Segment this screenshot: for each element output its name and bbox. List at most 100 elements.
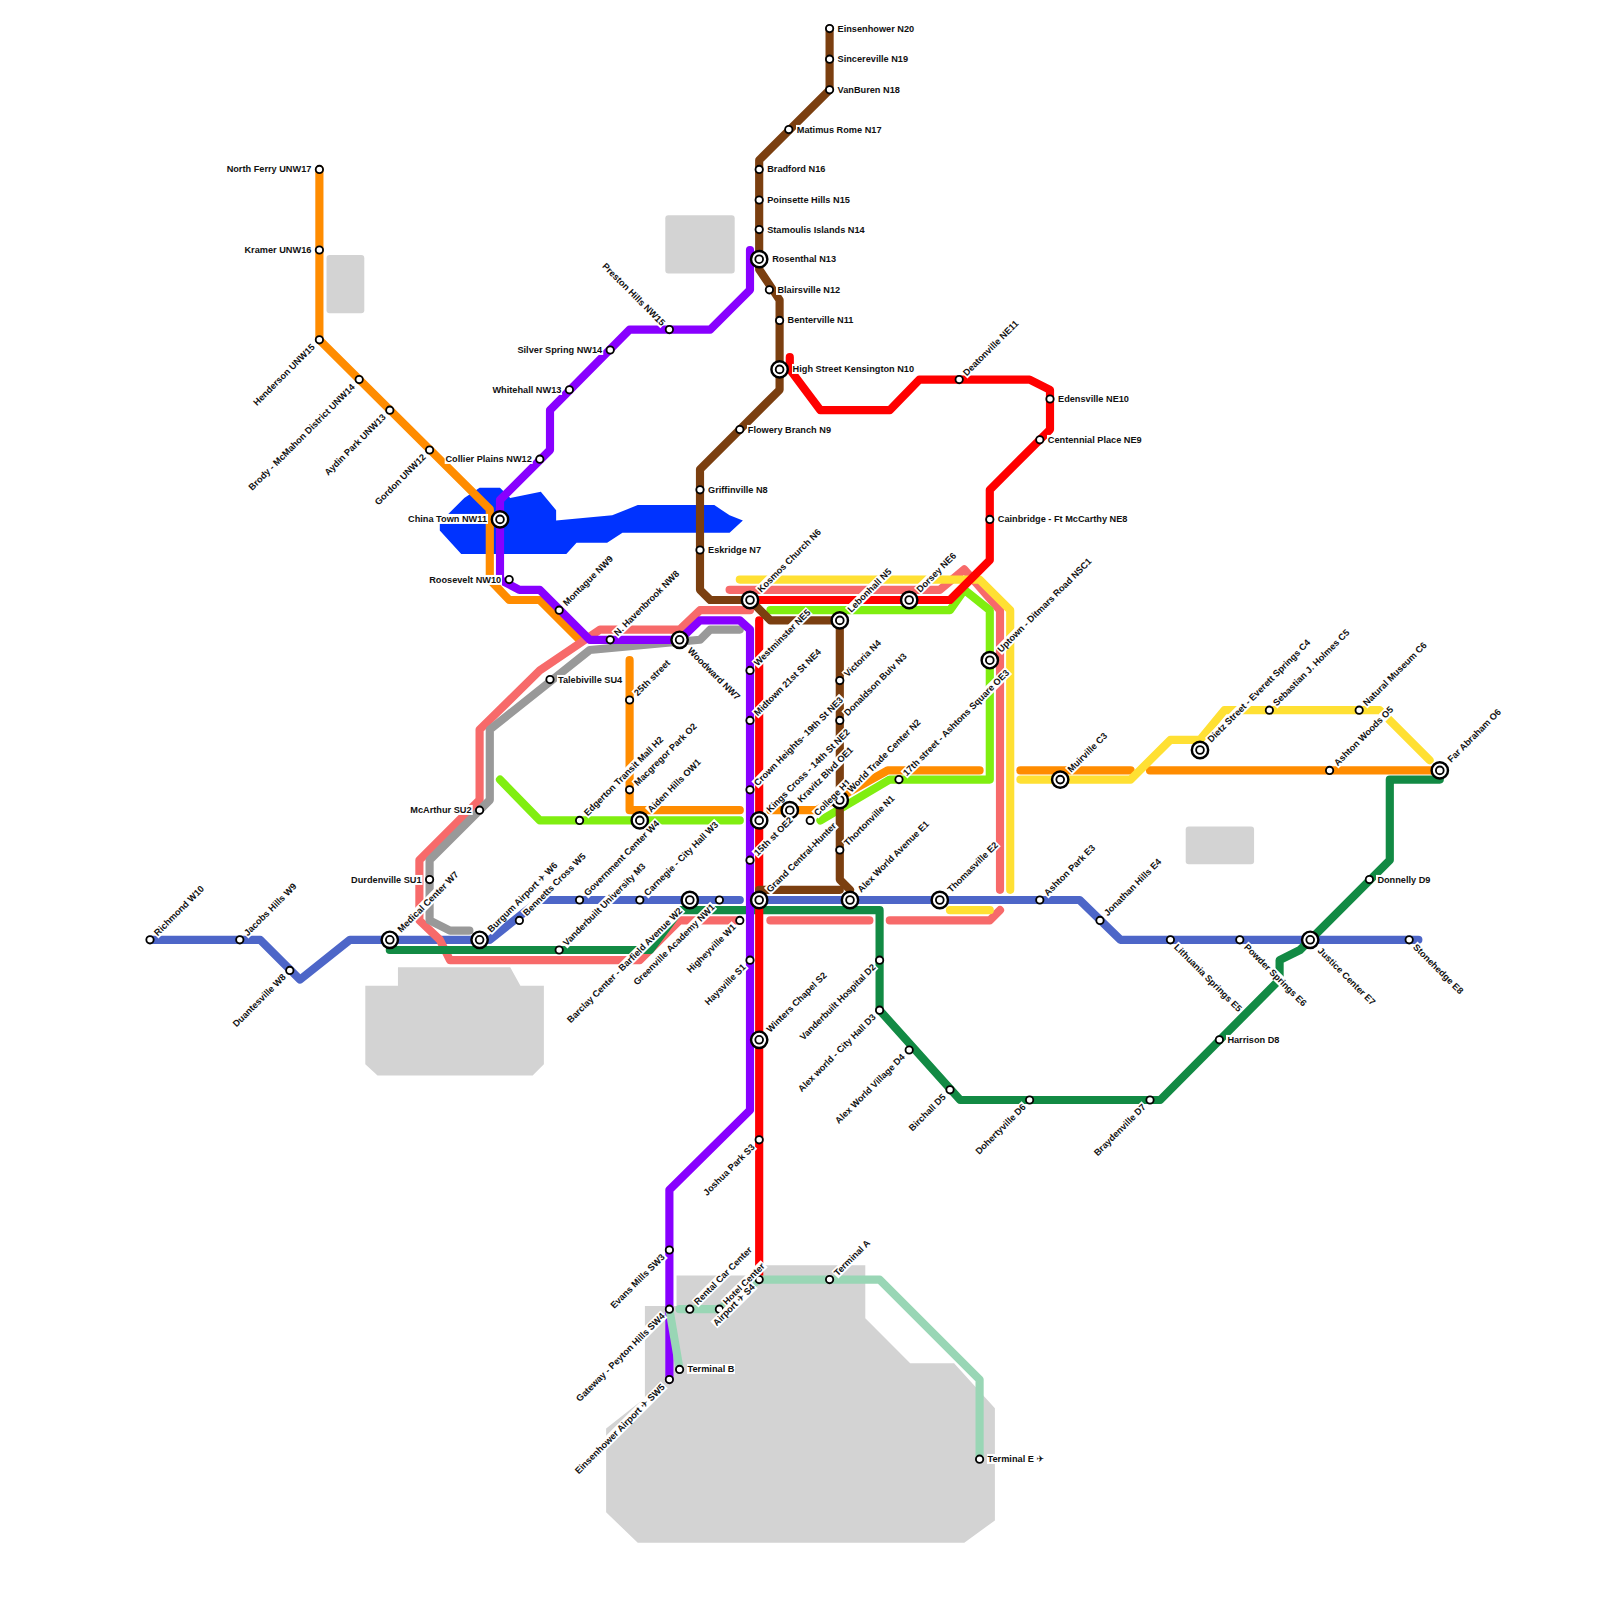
station-marker bbox=[1216, 1036, 1223, 1043]
station-marker bbox=[826, 56, 833, 63]
station-marker bbox=[146, 936, 153, 943]
station-label: China Town NW11 bbox=[407, 514, 488, 524]
station-marker bbox=[666, 326, 673, 333]
station-marker bbox=[536, 456, 543, 463]
station-marker bbox=[906, 1046, 913, 1053]
interchange-inner bbox=[755, 896, 763, 904]
station-label: Ashton Woods O5 bbox=[1331, 704, 1396, 769]
station-marker bbox=[785, 126, 792, 133]
station-label: Justice Center E7 bbox=[1315, 945, 1378, 1008]
station-marker bbox=[956, 376, 963, 383]
station-marker bbox=[1366, 876, 1373, 883]
station-label: Jacobs Hills W9 bbox=[241, 880, 299, 938]
interchange-inner bbox=[986, 656, 994, 664]
station-label: Henderson UNW15 bbox=[251, 341, 318, 408]
interchange-marker bbox=[751, 812, 767, 828]
station-marker bbox=[736, 917, 743, 924]
station-label: Woodward NW7 bbox=[684, 645, 742, 703]
station-label: Blairsville N12 bbox=[776, 285, 841, 295]
station-marker bbox=[1026, 1096, 1033, 1103]
station-label: Thomasville E2 bbox=[945, 839, 1001, 895]
station-label: Victoria N4 bbox=[841, 637, 883, 679]
station-marker bbox=[756, 196, 763, 203]
interchange-inner bbox=[755, 255, 763, 263]
station-label: Joshua Park S3 bbox=[701, 1141, 758, 1198]
station-label: Eskridge N7 bbox=[707, 545, 762, 555]
station-label: VanBuren N18 bbox=[837, 85, 901, 95]
interchange-inner bbox=[846, 896, 854, 904]
station-marker bbox=[476, 807, 483, 814]
station-marker bbox=[676, 1366, 683, 1373]
station-marker bbox=[556, 607, 563, 614]
station-label: Harrison D8 bbox=[1226, 1035, 1280, 1045]
interchange-marker bbox=[1192, 742, 1208, 758]
station-marker bbox=[626, 786, 633, 793]
interchange-inner bbox=[676, 636, 684, 644]
station-marker bbox=[826, 1276, 833, 1283]
station-marker bbox=[426, 876, 433, 883]
land-areas bbox=[327, 215, 1255, 1543]
station-label: Thortonville N1 bbox=[841, 793, 897, 849]
station-label: Alex World Village D4 bbox=[833, 1051, 908, 1126]
station-marker bbox=[607, 346, 614, 353]
station-label: Centennial Place NE9 bbox=[1047, 435, 1143, 445]
interchange-inner bbox=[746, 596, 754, 604]
station-label: Kosmos Church N6 bbox=[755, 526, 824, 595]
interchange-inner bbox=[905, 596, 913, 604]
interchange-marker bbox=[742, 592, 758, 608]
station-marker bbox=[556, 946, 563, 953]
interchange-marker bbox=[932, 892, 948, 908]
station-label: Poinsette Hills N15 bbox=[766, 195, 851, 205]
station-marker bbox=[506, 576, 513, 583]
interchange-marker bbox=[492, 511, 508, 527]
station-label: Donnelly D9 bbox=[1376, 875, 1431, 885]
interchange-marker bbox=[682, 892, 698, 908]
station-label: Einsenhower N20 bbox=[837, 24, 916, 34]
station-marker bbox=[1036, 436, 1043, 443]
station-marker bbox=[236, 936, 243, 943]
interchange-inner bbox=[1436, 767, 1444, 775]
station-marker bbox=[716, 896, 723, 903]
station-label: Far Abraham O6 bbox=[1445, 707, 1504, 766]
station-label: Durdenville SU1 bbox=[350, 875, 422, 885]
station-marker bbox=[316, 166, 323, 173]
station-label: Benterville N11 bbox=[787, 315, 855, 325]
station-label: Matimus Rome N17 bbox=[796, 125, 883, 135]
station-marker bbox=[826, 86, 833, 93]
station-marker bbox=[976, 1456, 983, 1463]
interchange-inner bbox=[496, 516, 504, 524]
station-marker bbox=[756, 226, 763, 233]
interchange-marker bbox=[382, 932, 398, 948]
interchange-inner bbox=[1196, 746, 1204, 754]
station-marker bbox=[826, 25, 833, 32]
station-marker bbox=[876, 1007, 883, 1014]
interchange-marker bbox=[751, 251, 767, 267]
station-marker bbox=[746, 717, 753, 724]
station-label: Kramer UNW16 bbox=[243, 245, 312, 255]
station-label: Preston Hills NW15 bbox=[600, 260, 668, 328]
station-marker bbox=[746, 857, 753, 864]
station-marker bbox=[636, 896, 643, 903]
station-marker bbox=[746, 957, 753, 964]
station-label: Bradford N16 bbox=[766, 164, 826, 174]
station-marker bbox=[776, 317, 783, 324]
station-label: High Street Kensington N10 bbox=[792, 364, 916, 374]
station-marker bbox=[1236, 936, 1243, 943]
interchange-inner bbox=[936, 896, 944, 904]
station-marker bbox=[986, 516, 993, 523]
station-marker bbox=[1326, 767, 1333, 774]
station-label: Stamoulis Islands N14 bbox=[766, 225, 866, 235]
station-label: McArthur SU2 bbox=[409, 805, 472, 815]
station-marker bbox=[576, 896, 583, 903]
station-label: Talebiville SU4 bbox=[557, 675, 623, 685]
station-marker bbox=[666, 1376, 673, 1383]
interchange-inner bbox=[636, 817, 644, 825]
interchange-inner bbox=[776, 366, 784, 374]
station-marker bbox=[876, 957, 883, 964]
station-label: Birchall D5 bbox=[906, 1091, 949, 1134]
station-marker bbox=[356, 376, 363, 383]
station-label: Braydenville D7 bbox=[1091, 1101, 1148, 1158]
station-label: Powder Springs E6 bbox=[1241, 941, 1309, 1009]
station-label: Griffinville N8 bbox=[707, 485, 769, 495]
